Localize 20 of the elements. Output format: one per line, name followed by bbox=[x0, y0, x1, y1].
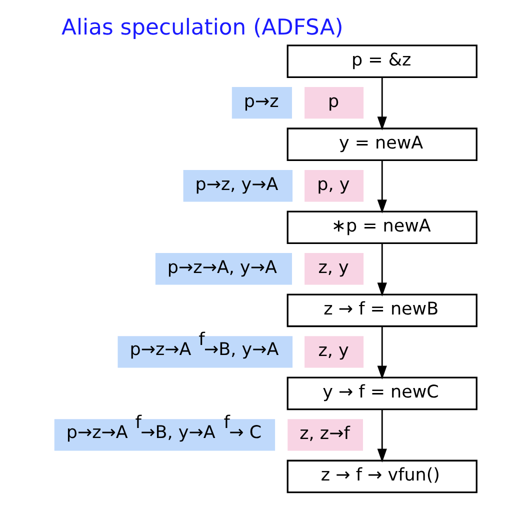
node-box: z, z→f bbox=[287, 419, 362, 451]
arrow bbox=[376, 77, 386, 130]
arrow bbox=[376, 243, 386, 296]
node-box: z, y bbox=[304, 336, 364, 368]
diagram-title: Alias speculation (ADFSA) bbox=[61, 16, 343, 41]
node-box: z, y bbox=[304, 253, 364, 285]
node-box: p = &z bbox=[286, 44, 477, 78]
node-box: y → f = newC bbox=[286, 376, 477, 410]
node-box: p→z, y→A bbox=[182, 170, 292, 202]
node-box: ∗p = newA bbox=[286, 210, 477, 244]
arrow bbox=[376, 160, 386, 214]
node-box: y = newA bbox=[286, 128, 477, 161]
node-box: p, y bbox=[304, 170, 364, 202]
node-box: p bbox=[304, 86, 364, 119]
arrow bbox=[376, 409, 386, 463]
node-box: p→z bbox=[231, 86, 292, 119]
node-box: z → f → vfun() bbox=[286, 460, 477, 494]
arrow bbox=[376, 326, 386, 380]
node-box: p→z→A, y→A bbox=[154, 253, 292, 285]
node-box: z → f = newB bbox=[286, 294, 477, 328]
